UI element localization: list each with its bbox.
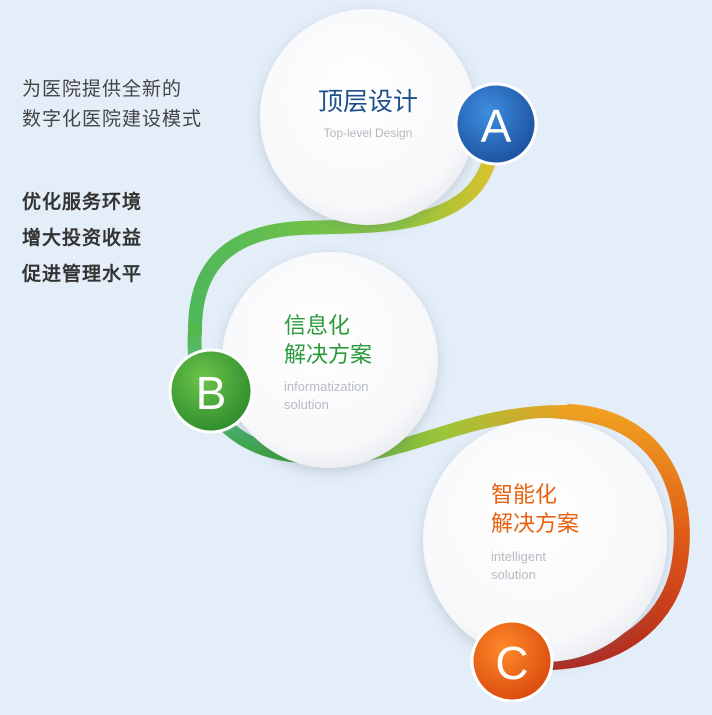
badge-c-letter: C bbox=[495, 637, 528, 689]
badge-a bbox=[454, 82, 538, 166]
benefit-item-1: 优化服务环境 bbox=[22, 191, 143, 213]
step-a-title: 顶层设计 bbox=[318, 87, 418, 116]
step-c-subtitle-line-1: intelligent bbox=[491, 549, 546, 564]
step-c-title-line-2: 解决方案 bbox=[491, 512, 579, 537]
step-b: 信息化 解决方案 informatization solution B bbox=[168, 252, 438, 468]
step-c-circle bbox=[423, 418, 667, 662]
benefit-item-3: 促进管理水平 bbox=[22, 263, 143, 285]
badge-b-letter: B bbox=[196, 367, 227, 419]
step-c-title-line-1: 智能化 bbox=[491, 483, 557, 508]
benefit-item-2: 增大投资收益 bbox=[22, 227, 143, 249]
step-c: 智能化 解决方案 intelligent solution C bbox=[423, 418, 667, 703]
intro-line-2: 数字化医院建设模式 bbox=[22, 108, 203, 130]
step-b-subtitle-line-2: solution bbox=[284, 397, 329, 412]
step-a-circle bbox=[260, 9, 476, 225]
benefits-list: 优化服务环境 增大投资收益 促进管理水平 bbox=[22, 184, 142, 292]
step-b-subtitle-line-1: informatization bbox=[284, 379, 369, 394]
badge-c bbox=[470, 619, 554, 703]
intro-line-1: 为医院提供全新的 bbox=[22, 78, 183, 100]
step-a: 顶层设计 Top-level Design A bbox=[260, 9, 538, 225]
step-a-subtitle: Top-level Design bbox=[324, 126, 413, 140]
intro-text: 为医院提供全新的 数字化医院建设模式 bbox=[22, 74, 202, 134]
step-c-subtitle-line-2: solution bbox=[491, 567, 536, 582]
step-b-title-line-2: 解决方案 bbox=[284, 343, 372, 368]
badge-b bbox=[168, 348, 254, 434]
step-b-circle bbox=[222, 252, 438, 468]
step-b-title-line-1: 信息化 bbox=[284, 314, 350, 339]
badge-a-letter: A bbox=[481, 100, 512, 152]
